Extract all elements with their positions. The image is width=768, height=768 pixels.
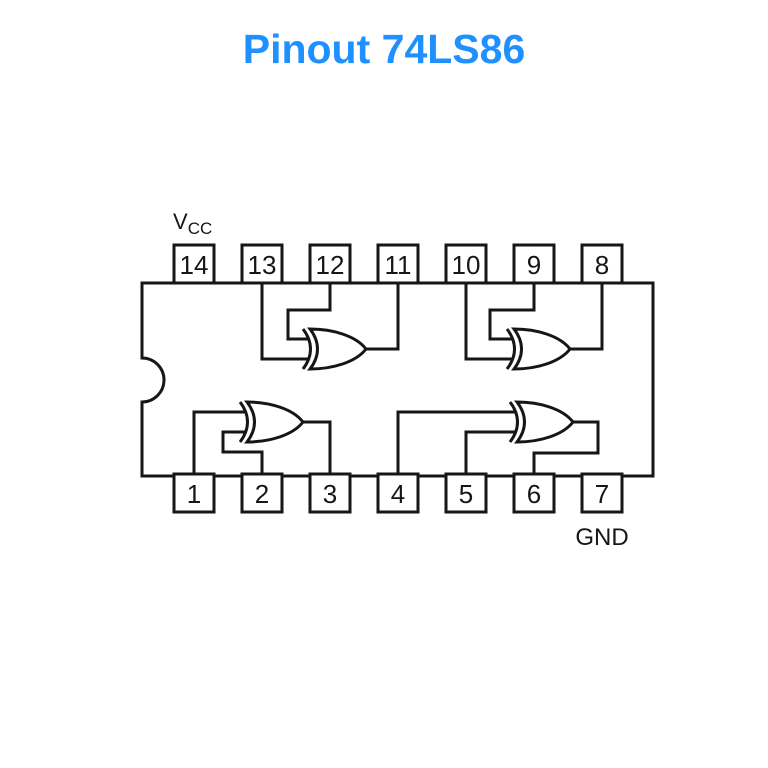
pin-number: 3 <box>323 479 337 509</box>
pin-12: 12 <box>308 243 352 285</box>
pin-box <box>376 472 420 514</box>
vcc-label-sub: CC <box>188 219 213 238</box>
wire-pin1-to-gate1-input <box>192 410 245 478</box>
pin-number: 6 <box>527 479 541 509</box>
xor-gate-body <box>306 327 368 371</box>
xor-gate-input-arc <box>301 328 312 370</box>
pin-number: 11 <box>385 250 412 280</box>
pin-9: 9 <box>512 243 556 285</box>
pin-7: 7 <box>580 472 624 514</box>
xor-gate-input-arc <box>508 401 519 443</box>
xor-gate-body <box>510 327 572 371</box>
wire-gate2-output-to-pin6 <box>532 420 600 478</box>
wire-pin12-to-gate4-input <box>286 281 332 341</box>
pin-number: 10 <box>452 250 481 280</box>
wire-gate3-output-to-pin8 <box>569 281 604 351</box>
pin-8: 8 <box>580 243 624 285</box>
pin-box <box>444 243 488 285</box>
pin-box <box>308 243 352 285</box>
pin-number: 7 <box>595 479 609 509</box>
pin-number: 8 <box>595 250 609 280</box>
wire-gate4-output-to-pin11 <box>365 281 400 351</box>
pin-13: 13 <box>240 243 284 285</box>
vcc-label: VCC <box>173 209 212 238</box>
pin-3: 3 <box>308 472 352 514</box>
pin-box <box>172 472 216 514</box>
wire-pin13-to-gate4-input <box>260 281 308 361</box>
pin-number: 9 <box>527 250 541 280</box>
pin-number: 14 <box>180 250 209 280</box>
pin-1: 1 <box>172 472 216 514</box>
wire-pin5-to-gate2-input <box>464 430 515 478</box>
xor-gate-1 <box>238 400 305 444</box>
pin-box <box>240 472 284 514</box>
pin-number: 5 <box>459 479 473 509</box>
pin-box <box>240 243 284 285</box>
xor-gate-input-arc <box>505 328 516 370</box>
pin-number: 4 <box>391 479 405 509</box>
pin-2: 2 <box>240 472 284 514</box>
pin-5: 5 <box>444 472 488 514</box>
pin-box <box>444 472 488 514</box>
pin-14: 14 <box>172 243 216 285</box>
pin-box <box>580 472 624 514</box>
pin-box <box>308 472 352 514</box>
gnd-label: GND <box>575 524 628 551</box>
pin-number: 12 <box>316 250 345 280</box>
pin-box <box>512 243 556 285</box>
xor-gate-4 <box>301 327 368 371</box>
pin-box <box>376 243 420 285</box>
xor-gate-2 <box>508 400 575 444</box>
pin-number: 2 <box>255 479 269 509</box>
pin-11: 11 <box>376 243 420 285</box>
wire-pin9-to-gate3-input <box>488 281 536 341</box>
xor-gate-body <box>513 400 575 444</box>
pin-6: 6 <box>512 472 556 514</box>
wire-gate1-output-to-pin3 <box>302 420 332 478</box>
xor-gate-input-arc <box>238 401 249 443</box>
page-title: Pinout 74LS86 <box>242 26 526 72</box>
pin-4: 4 <box>376 472 420 514</box>
wire-pin4-to-gate2-input <box>396 410 515 478</box>
wire-pin10-to-gate3-input <box>464 281 512 361</box>
xor-gate-3 <box>505 327 572 371</box>
vcc-label-main: V <box>173 209 188 234</box>
pin-number: 1 <box>187 479 201 509</box>
wire-pin2-to-gate1-input <box>221 430 264 478</box>
pin-box <box>580 243 624 285</box>
xor-gate-body <box>243 400 305 444</box>
pin-10: 10 <box>444 243 488 285</box>
pin-box <box>172 243 216 285</box>
pin-box <box>512 472 556 514</box>
pin-number: 13 <box>248 250 277 280</box>
